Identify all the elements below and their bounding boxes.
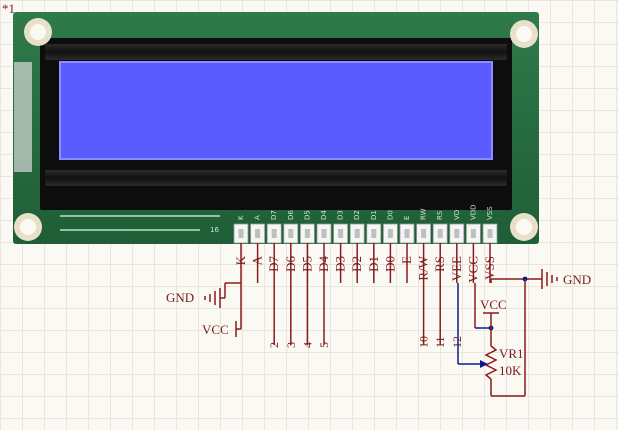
pin-label: D5 [299,256,314,272]
vcc-right-label: VCC [480,297,507,312]
mount-hole [14,213,42,241]
pin-number: 2 [267,342,281,348]
silk-label: D2 [353,210,361,220]
silk-label: D7 [270,210,278,220]
silk-label: D3 [337,210,345,220]
header-pin [349,223,365,244]
gnd-right-label: GND [563,272,591,287]
header-pin [449,223,465,244]
silk-label: VSS [486,206,494,220]
pin-label: VEE [449,256,464,281]
mount-hole [24,18,52,46]
pin-number: 11 [433,336,447,348]
silk-label: E [403,216,411,220]
pin-label: D6 [283,256,298,272]
lcd-screen [60,62,492,159]
pin-label: D1 [366,256,381,272]
pin-label: A [250,255,265,265]
pin-number: 3 [284,342,298,348]
silk-label: RS [436,210,444,220]
silk-label: RW [420,208,428,220]
silk-label: D5 [303,210,311,220]
pin-label: D0 [382,256,397,272]
mount-hole [510,20,538,48]
header-pin [399,223,415,244]
header-pin [382,223,398,244]
vcc-left-label: VCC [202,322,229,337]
pin-label: D2 [349,256,364,272]
pot-wiper-arrow [480,360,488,368]
bezel-top-bar [45,44,507,60]
pin-label: D4 [316,256,331,272]
pin-label: VSS [482,256,497,280]
header-pin [299,223,315,244]
pin-header [233,223,498,244]
header-pin [465,223,481,244]
header-pin [233,223,249,244]
silk-label: D4 [320,210,328,220]
header-pin [266,223,282,244]
pin-label: RS [432,256,447,272]
pin-label: R/W [416,255,431,280]
vcc-left-symbol [235,283,242,337]
silk-label: D0 [386,210,394,220]
silk-label: A [254,215,262,220]
pin-label: VCC [465,256,480,283]
header-pin [316,223,332,244]
figure-tag: *1 [2,1,15,16]
pot-resistor [484,345,498,380]
silk-label: VDD [469,204,477,220]
pin-number: 4 [300,342,314,348]
mount-hole [510,213,538,241]
header-pin [482,223,498,244]
header-pin [432,223,448,244]
pcb-edge-highlight [14,62,32,172]
pin-label: D7 [266,256,281,272]
pot-value: 10K [499,363,522,378]
potentiometer-vr1 [457,279,526,397]
gnd-left-symbol [204,283,226,308]
vcc-right-net [474,283,499,346]
header-pin [283,223,299,244]
pot-name: VR1 [499,346,524,361]
silk-label: D1 [370,210,378,220]
header-pin [416,223,432,244]
pin-number: 12 [450,336,464,348]
pin-number: 5 [317,342,331,348]
gnd-left-label: GND [166,290,194,305]
bezel-bottom-bar [45,170,507,186]
silk-label: VO [453,209,461,220]
header-pin [250,223,266,244]
pin-label: D3 [333,256,348,272]
silk-label: K [237,215,245,220]
silk-pin-number: 16 [210,226,219,234]
gnd-right-symbol [490,269,558,289]
lcd-screen-glow [59,61,493,160]
silk-label: D6 [287,210,295,220]
pin-label: E [399,256,414,264]
pin-number: 10 [417,336,431,348]
header-pin [333,223,349,244]
pin-label: K [233,255,248,265]
pin-wires [225,243,491,345]
header-pin [366,223,382,244]
